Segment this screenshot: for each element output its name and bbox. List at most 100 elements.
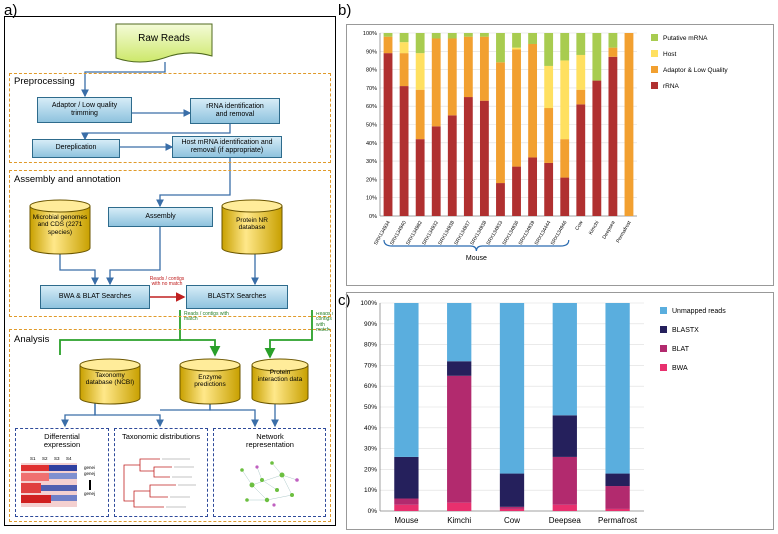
chart-b: 0%10%20%30%40%50%60%70%80%90%100%SRX1349… bbox=[363, 31, 729, 262]
panel-a-letter: a) bbox=[4, 2, 18, 19]
bar-segment-adaptor-low-quality bbox=[496, 62, 505, 184]
bar-segment-rrna bbox=[576, 104, 586, 216]
with-match-label-2: Reads / contigs with match bbox=[316, 312, 334, 333]
legend-label: Host bbox=[663, 51, 677, 58]
bar-segment-blastx bbox=[394, 456, 419, 499]
bar-segment-rrna bbox=[560, 177, 570, 216]
bar-segment-putative-mrna bbox=[544, 33, 554, 66]
taxonomic-distributions-title: Taxonomic distributions bbox=[122, 432, 200, 441]
y-tick-label: 40% bbox=[364, 425, 377, 432]
panel-b-letter: b) bbox=[338, 2, 352, 19]
chart-b-frame bbox=[346, 24, 774, 286]
protein-nr-label: Protein NR database bbox=[236, 217, 268, 232]
adaptor-trimming-box: Adaptor / Low quality trimming bbox=[37, 97, 132, 123]
legend-label: Putative mRNA bbox=[663, 35, 708, 42]
legend-swatch bbox=[660, 364, 667, 371]
dereplication-box: Dereplication bbox=[32, 139, 120, 158]
y-tick-label: 0% bbox=[368, 508, 378, 515]
y-tick-label: 0% bbox=[369, 214, 377, 220]
bar-segment-rrna bbox=[512, 166, 521, 216]
raw-reads-label: Raw Reads bbox=[138, 33, 190, 44]
enzyme-db-cylinder bbox=[179, 358, 241, 405]
y-tick-label: 90% bbox=[366, 49, 377, 55]
legend-label: Unmapped reads bbox=[672, 308, 726, 315]
flowchart-frame bbox=[4, 16, 336, 526]
y-tick-label: 20% bbox=[364, 466, 377, 473]
bar-segment-adaptor-low-quality bbox=[528, 43, 538, 158]
microbial-db-cylinder bbox=[29, 199, 91, 255]
bar-segment-rrna bbox=[479, 100, 489, 216]
y-tick-label: 70% bbox=[366, 86, 377, 92]
bar-segment-adaptor-low-quality bbox=[576, 89, 586, 105]
bar-segment-host bbox=[560, 60, 570, 140]
y-tick-label: 100% bbox=[360, 300, 377, 307]
legend-swatch bbox=[660, 345, 667, 352]
bar-segment-rrna bbox=[463, 97, 473, 216]
bar-segment-bwa bbox=[552, 504, 577, 511]
bar-segment-host bbox=[576, 54, 586, 90]
bar-segment-host bbox=[512, 47, 521, 50]
raw-reads-shape bbox=[115, 23, 213, 63]
x-tick-label: Cow bbox=[504, 516, 520, 525]
microbial-db-label: Microbial genomes and CDS (2271 species) bbox=[32, 214, 88, 236]
network-thumbnail bbox=[240, 461, 299, 507]
y-tick-label: 50% bbox=[364, 404, 377, 411]
protein-interaction-label: Protein interaction data bbox=[257, 369, 303, 384]
bar-segment-rrna bbox=[528, 157, 538, 216]
s-label-3: S3 bbox=[54, 456, 60, 461]
bar-segment-putative-mrna bbox=[447, 33, 457, 39]
assembly-title: Assembly and annotation bbox=[12, 174, 123, 185]
bar-segment-blat bbox=[552, 456, 577, 505]
network-representation-box bbox=[213, 428, 326, 517]
y-tick-label: 40% bbox=[366, 141, 377, 147]
y-tick-label: 20% bbox=[366, 177, 377, 183]
legend-swatch bbox=[651, 66, 658, 73]
y-tick-label: 10% bbox=[366, 196, 377, 202]
analysis-section bbox=[9, 329, 331, 522]
legend-label: rRNA bbox=[663, 83, 680, 90]
x-tick-label: Deepsea bbox=[549, 516, 582, 525]
gene-label-2: genej bbox=[84, 471, 95, 476]
protein-interaction-cylinder bbox=[251, 358, 309, 405]
network-representation-title: Network representation bbox=[246, 432, 294, 450]
bar-segment-adaptor-low-quality bbox=[431, 38, 441, 127]
s-label-2: S2 bbox=[42, 456, 48, 461]
bar-segment-rrna bbox=[496, 183, 505, 216]
host-removal-box: Host mRNA identification and removal (if… bbox=[172, 136, 282, 158]
mouse-group-label: Mouse bbox=[466, 255, 487, 262]
bar-segment-host bbox=[399, 42, 409, 54]
taxonomic-distributions-box bbox=[114, 428, 208, 517]
bar-segment-rrna bbox=[544, 162, 554, 216]
taxonomy-db-label: Taxonomy database (NCBI) bbox=[85, 372, 135, 387]
legend-swatch bbox=[651, 82, 658, 89]
bar-segment-blat bbox=[394, 498, 419, 505]
legend-label: BLASTX bbox=[672, 327, 699, 334]
bar-segment-rrna bbox=[447, 115, 457, 216]
preprocessing-title: Preprocessing bbox=[12, 76, 77, 87]
bar-segment-blastx bbox=[605, 473, 630, 487]
x-tick-label: Mouse bbox=[394, 516, 419, 525]
tree-thumbnail bbox=[123, 458, 196, 508]
bar-segment-bwa bbox=[605, 508, 630, 511]
y-tick-label: 100% bbox=[363, 31, 377, 37]
bar-segment-host bbox=[544, 65, 554, 109]
y-tick-label: 10% bbox=[364, 487, 377, 494]
x-tick-label: Cow bbox=[574, 220, 584, 232]
y-tick-label: 60% bbox=[366, 104, 377, 110]
bar-segment-adaptor-low-quality bbox=[560, 139, 570, 178]
y-tick-label: 50% bbox=[366, 123, 377, 129]
bar-segment-adaptor-low-quality bbox=[479, 36, 489, 101]
bar-segment-blat bbox=[605, 486, 630, 509]
protein-nr-cylinder bbox=[221, 199, 283, 255]
bar-segment-rrna bbox=[383, 53, 393, 216]
x-tick-label: Deepsea bbox=[601, 220, 616, 241]
blastx-box: BLASTX Searches bbox=[186, 285, 288, 309]
bar-segment-putative-mrna bbox=[592, 33, 602, 81]
heatmap-thumbnail: S1 S2 S3 S4 genei genej genej bbox=[21, 456, 95, 507]
bar-segment-putative-mrna bbox=[399, 33, 409, 43]
bar-segment-adaptor-low-quality bbox=[624, 33, 634, 216]
y-tick-label: 80% bbox=[366, 68, 377, 74]
legend-swatch bbox=[651, 50, 658, 57]
gene-label-3: genej bbox=[84, 491, 95, 496]
y-tick-label: 60% bbox=[364, 383, 377, 390]
